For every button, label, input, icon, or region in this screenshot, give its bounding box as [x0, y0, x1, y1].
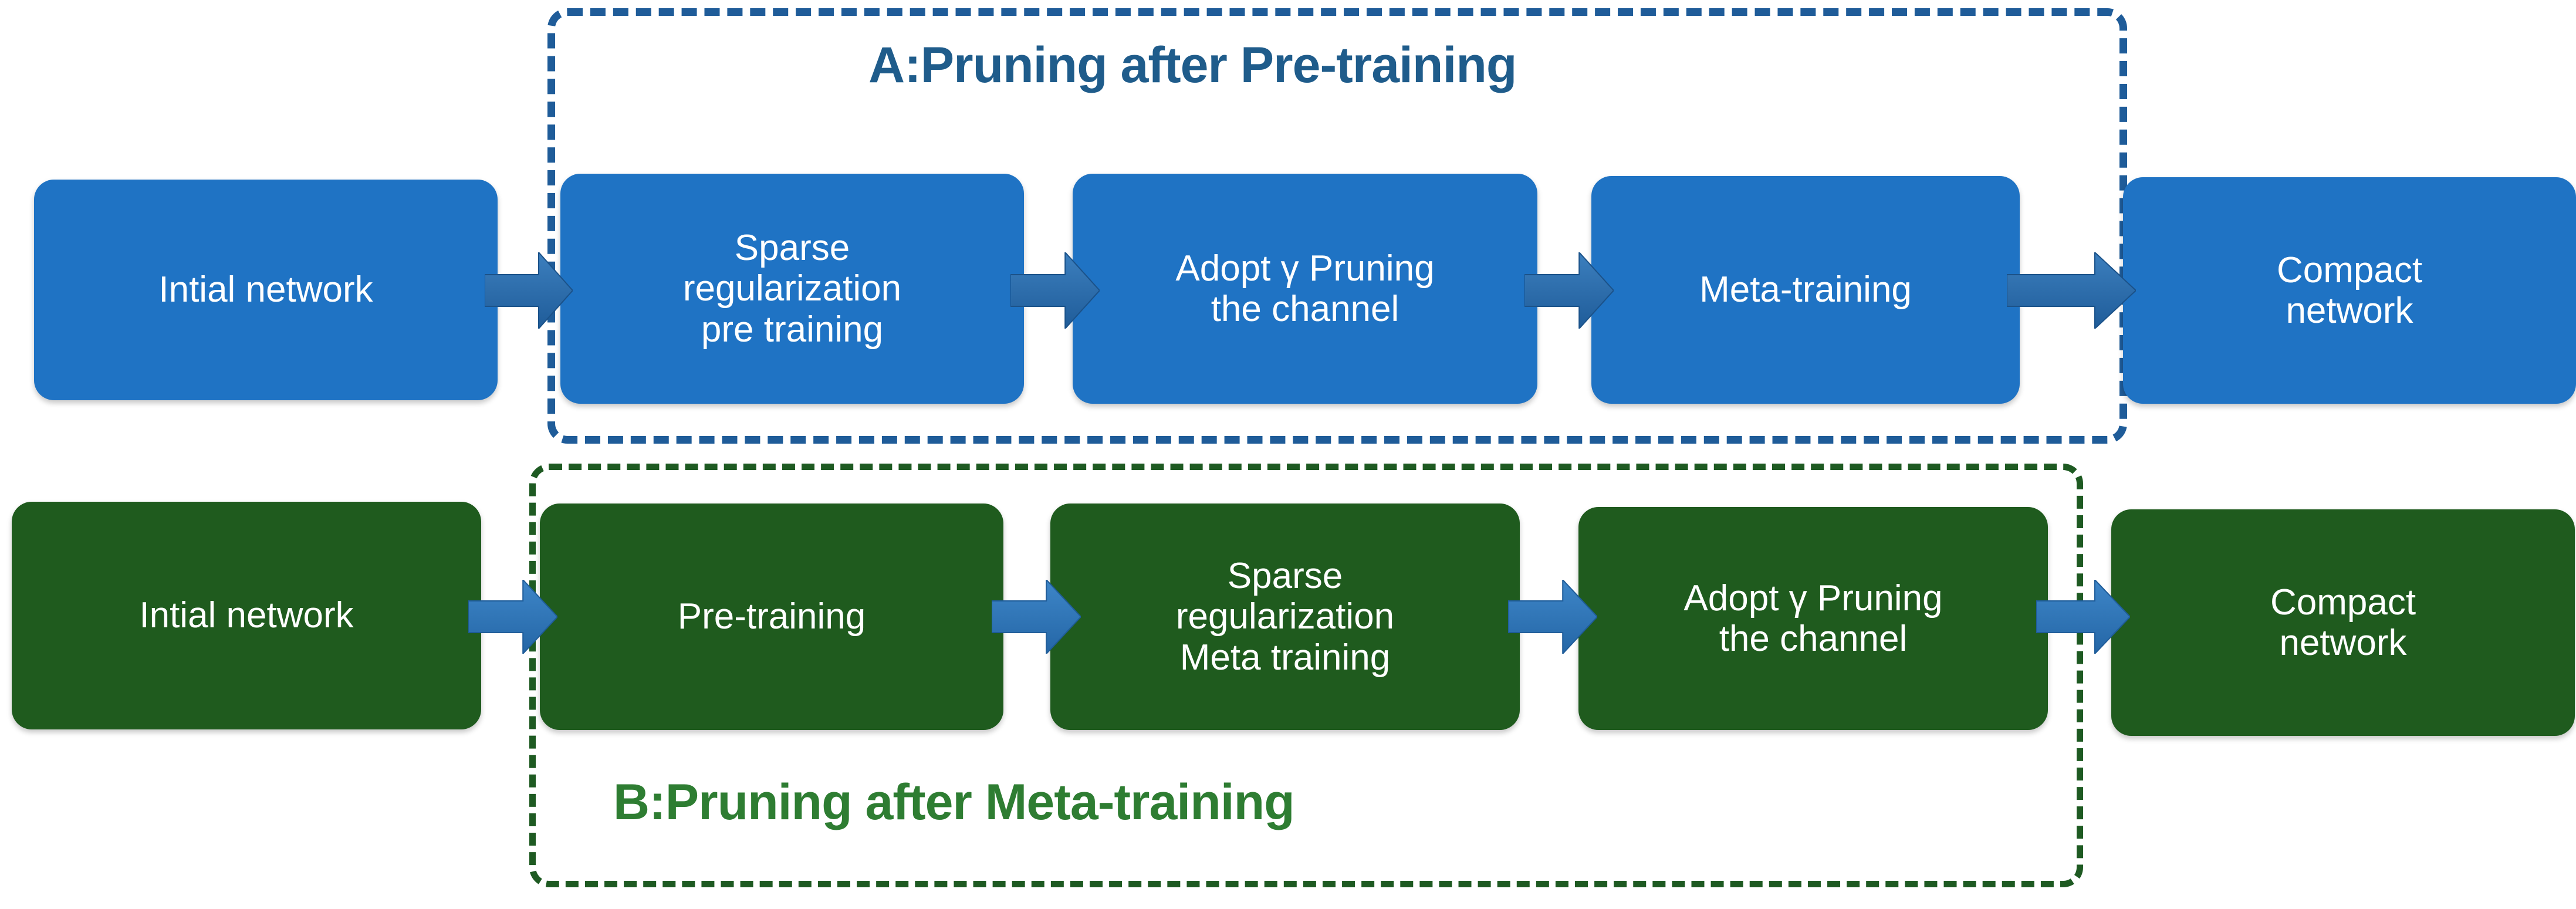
node-a3-line2: the channel: [1211, 289, 1399, 329]
group-title-b: B:Pruning after Meta-training: [613, 774, 1295, 830]
right-arrow-icon: [1508, 580, 1597, 654]
node-a5-line2: network: [2286, 290, 2413, 331]
group-frame-pruning-after-meta-training: [529, 464, 2083, 887]
node-a-initial-network[interactable]: Intial network: [34, 180, 498, 400]
node-b-pre-training[interactable]: Pre-training: [540, 504, 1003, 730]
right-arrow-icon: [485, 252, 573, 329]
node-a-sparse-regularization-pre-training[interactable]: Sparse regularization pre training: [560, 174, 1024, 404]
right-arrow-icon: [2036, 580, 2130, 654]
right-arrow-icon: [1524, 252, 1614, 329]
node-a-adopt-gamma-pruning-the-channel[interactable]: Adopt γ Pruning the channel: [1073, 174, 1537, 404]
node-b3-line3: Meta training: [1179, 637, 1391, 678]
node-b-adopt-gamma-pruning-the-channel[interactable]: Adopt γ Pruning the channel: [1578, 507, 2048, 730]
right-arrow-icon: [2007, 252, 2136, 329]
node-b1-line1: Intial network: [139, 595, 354, 636]
node-b4-line2: the channel: [1719, 619, 1908, 659]
node-b5-line2: network: [2279, 623, 2407, 663]
node-a2-line3: pre training: [701, 309, 884, 350]
node-b-initial-network[interactable]: Intial network: [12, 502, 481, 729]
node-a1-line1: Intial network: [158, 269, 373, 310]
node-b3-line2: regularization: [1175, 596, 1395, 637]
node-a-meta-training[interactable]: Meta-training: [1591, 176, 2020, 404]
node-b-compact-network[interactable]: Compact network: [2111, 509, 2575, 736]
node-a2-line2: regularization: [682, 268, 902, 309]
group-title-a: A:Pruning after Pre-training: [868, 37, 1517, 93]
right-arrow-icon: [468, 580, 557, 654]
node-b5-line1: Compact: [2270, 582, 2416, 623]
node-a4-line1: Meta-training: [1699, 269, 1912, 310]
node-b4-line1: Adopt γ Pruning: [1683, 577, 1943, 619]
node-a5-line1: Compact: [2276, 249, 2423, 290]
right-arrow-icon: [992, 580, 1081, 654]
node-b-sparse-regularization-meta-training[interactable]: Sparse regularization Meta training: [1050, 504, 1520, 730]
node-a3-line1: Adopt γ Pruning: [1175, 248, 1435, 289]
group-frame-pruning-after-pre-training: [547, 8, 2127, 444]
node-a2-line1: Sparse: [734, 227, 850, 268]
right-arrow-icon: [1010, 252, 1100, 329]
node-b3-line1: Sparse: [1227, 555, 1343, 596]
node-b2-line1: Pre-training: [677, 596, 866, 637]
node-a-compact-network[interactable]: Compact network: [2123, 177, 2576, 404]
